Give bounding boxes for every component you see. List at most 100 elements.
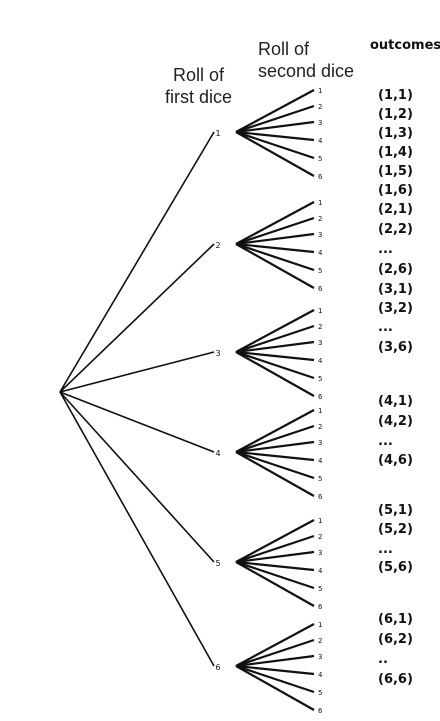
second-branch-line <box>235 89 315 133</box>
second-roll-label: 4 <box>318 137 323 145</box>
second-roll-label: 6 <box>318 285 323 293</box>
second-branch-line <box>235 450 315 462</box>
outcome-label: (6,6) <box>378 672 413 687</box>
outcome-label: .. <box>378 652 388 667</box>
outcome-label: (3,2) <box>378 301 413 316</box>
outcome-label: (1,4) <box>378 145 413 160</box>
second-branch-line <box>235 350 315 380</box>
second-roll-label: 5 <box>318 475 322 483</box>
second-roll-label: 1 <box>318 87 322 95</box>
second-branch-line <box>235 450 315 480</box>
second-roll-label: 3 <box>318 653 322 661</box>
second-roll-label: 2 <box>318 637 322 645</box>
second-branch-line <box>235 665 315 711</box>
outcome-label: (2,2) <box>378 222 413 237</box>
second-roll-label: 4 <box>318 457 323 465</box>
second-roll-label: 5 <box>318 267 322 275</box>
first-roll-label: 1 <box>215 129 220 138</box>
second-branch-line <box>235 201 315 245</box>
second-roll-label: 4 <box>318 357 323 365</box>
outcome-label: (1,3) <box>378 126 413 141</box>
second-branch-line <box>235 130 315 142</box>
second-branch-line <box>235 120 315 134</box>
outcome-label: (4,2) <box>378 414 413 429</box>
outcome-label: ... <box>378 320 393 335</box>
second-roll-label: 5 <box>318 689 322 697</box>
first-roll-label: 4 <box>215 449 220 458</box>
second-branch-line <box>235 623 315 667</box>
first-branch-line <box>59 391 215 667</box>
first-branch-line <box>59 391 215 453</box>
second-roll-label: 6 <box>318 173 323 181</box>
second-roll-label: 5 <box>318 155 322 163</box>
second-roll-label: 1 <box>318 517 322 525</box>
second-roll-label: 3 <box>318 339 322 347</box>
second-roll-label: 1 <box>318 407 322 415</box>
second-branch-line <box>235 534 315 564</box>
first-roll-label: 6 <box>215 663 220 672</box>
outcome-label: (4,6) <box>378 453 413 468</box>
outcome-label: (1,5) <box>378 164 413 179</box>
second-branch-line <box>235 309 315 353</box>
second-roll-label: 2 <box>318 215 322 223</box>
second-branch-line <box>235 560 315 590</box>
outcome-label: (5,6) <box>378 560 413 575</box>
outcome-label: ... <box>378 434 393 449</box>
outcome-label: (1,6) <box>378 183 413 198</box>
second-roll-label: 2 <box>318 103 322 111</box>
second-branch-line <box>235 654 315 668</box>
outcome-label: (4,1) <box>378 394 413 409</box>
second-branch-line <box>235 440 315 454</box>
second-roll-label: 5 <box>318 375 322 383</box>
outcome-label: ... <box>378 242 393 257</box>
second-roll-label: 1 <box>318 199 322 207</box>
second-branch-line <box>235 216 315 246</box>
second-roll-label: 1 <box>318 307 322 315</box>
second-branch-line <box>235 351 315 397</box>
outcome-label: (5,1) <box>378 503 413 518</box>
second-branch-line <box>235 560 315 572</box>
second-roll-label: 4 <box>318 567 323 575</box>
second-branch-line <box>235 242 315 272</box>
outcome-label: (1,2) <box>378 107 413 122</box>
second-roll-label: 6 <box>318 393 323 401</box>
outcome-label: (5,2) <box>378 522 413 537</box>
second-roll-label: 3 <box>318 231 322 239</box>
outcome-label: (2,1) <box>378 202 413 217</box>
second-branch-line <box>235 451 315 497</box>
second-roll-header-line2: second dice <box>258 61 355 81</box>
outcome-label: (6,2) <box>378 632 413 647</box>
second-roll-label: 2 <box>318 423 322 431</box>
second-branch-line <box>235 561 315 607</box>
second-roll-label: 4 <box>318 249 323 257</box>
second-roll-label: 6 <box>318 707 323 715</box>
second-roll-label: 2 <box>318 323 322 331</box>
second-branch-line <box>235 638 315 668</box>
second-roll-header-line1: Roll of <box>258 39 310 59</box>
second-branch-line <box>235 424 315 454</box>
first-branch-line <box>59 131 215 393</box>
first-branch-line <box>59 391 215 563</box>
outcomes-header: outcomes <box>370 38 440 53</box>
second-branch-line <box>235 324 315 354</box>
first-roll-label: 2 <box>215 241 220 250</box>
first-branch-line <box>59 243 215 393</box>
second-branch-line <box>235 131 315 177</box>
outcome-label: (6,1) <box>378 612 413 627</box>
outcome-label: ... <box>378 542 393 557</box>
second-branch-line <box>235 232 315 246</box>
outcome-label: (3,6) <box>378 340 413 355</box>
second-roll-header: Roll of second dice <box>258 38 354 82</box>
second-branch-line <box>235 130 315 160</box>
first-roll-label: 5 <box>215 559 220 568</box>
second-branch-line <box>235 519 315 563</box>
second-branch-line <box>235 664 315 694</box>
second-roll-label: 6 <box>318 493 323 501</box>
second-branch-line <box>235 664 315 676</box>
first-branch-line <box>59 351 215 393</box>
second-roll-label: 5 <box>318 585 322 593</box>
second-branch-line <box>235 243 315 289</box>
first-roll-label: 3 <box>215 349 220 358</box>
